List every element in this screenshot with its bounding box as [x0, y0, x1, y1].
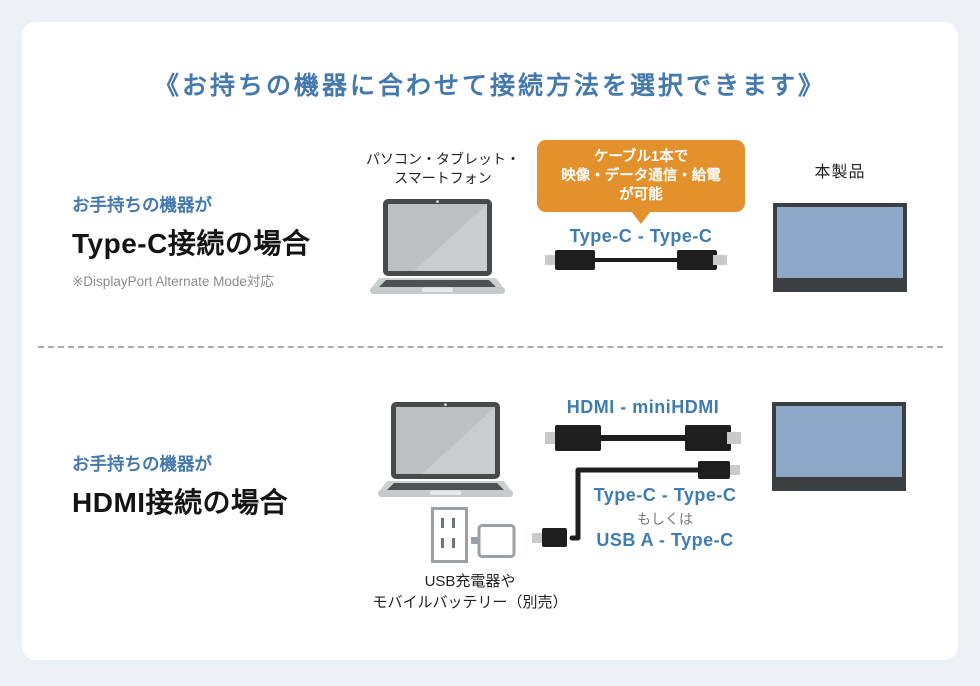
- usb-charger-icon: [471, 524, 516, 558]
- charger-label: USB充電器や モバイルバッテリー（別売）: [372, 573, 568, 611]
- typec-cable-label: Type-C - Type-C: [593, 485, 737, 505]
- laptop-icon: [378, 402, 513, 497]
- typec-intro: お手持ちの機器が: [72, 195, 212, 215]
- hdmi-cable-label: HDMI - miniHDMI: [566, 397, 720, 417]
- device-label: パソコン・タブレット・ スマートフォン: [366, 151, 520, 186]
- callout-bubble: ケーブル1本で 映像・データ通信・給電 が可能: [537, 140, 745, 212]
- usb-c-cable-icon: [545, 250, 727, 270]
- typec-cable-label: Type-C - Type-C: [569, 226, 713, 246]
- hdmi-cable-icon: [545, 425, 741, 451]
- monitor-icon: [773, 203, 907, 292]
- content-card: [22, 22, 958, 660]
- hdmi-heading: HDMI接続の場合: [72, 487, 289, 518]
- section-divider: [38, 346, 943, 348]
- hdmi-text-block: お手持ちの機器が HDMI接続の場合: [72, 451, 288, 521]
- page-title: 《お持ちの機器に合わせて接続方法を選択できます》: [153, 72, 826, 100]
- usba-cable-label: USB A - Type-C: [596, 530, 734, 550]
- typec-note: ※DisplayPort Alternate Mode対応: [72, 274, 274, 289]
- or-label: もしくは: [637, 511, 693, 527]
- hdmi-intro: お手持ちの機器が: [72, 454, 212, 474]
- product-label: 本製品: [814, 164, 866, 181]
- laptop-icon: [370, 199, 505, 294]
- power-outlet-icon: [431, 507, 468, 563]
- typec-text-block: お手持ちの機器が Type-C接続の場合 ※DisplayPort Altern…: [72, 192, 310, 290]
- monitor-icon: [772, 402, 906, 491]
- usb-power-cable-icon: [532, 461, 740, 547]
- typec-heading: Type-C接続の場合: [72, 228, 311, 259]
